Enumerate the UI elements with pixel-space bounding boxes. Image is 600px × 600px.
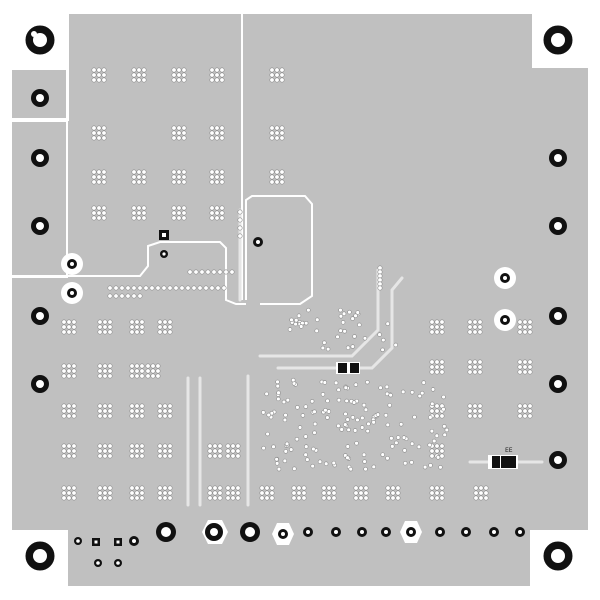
via-field (61, 67, 533, 501)
bottom-small-pads (303, 527, 525, 537)
component-part-b: EE (488, 447, 518, 469)
center-pads (159, 230, 263, 258)
right-connector-pads (494, 149, 567, 469)
copper-pour-left-island (12, 122, 66, 276)
clearance-lines (12, 14, 313, 305)
left-connector-pads (31, 89, 49, 393)
component-part-b-label: EE (505, 447, 513, 454)
bottom-pad-row (74, 520, 422, 567)
copper-pour-main (12, 14, 588, 586)
mounting-hole-centers (31, 31, 565, 563)
left-thermal-pads (61, 253, 83, 304)
component-part-a (336, 362, 360, 374)
